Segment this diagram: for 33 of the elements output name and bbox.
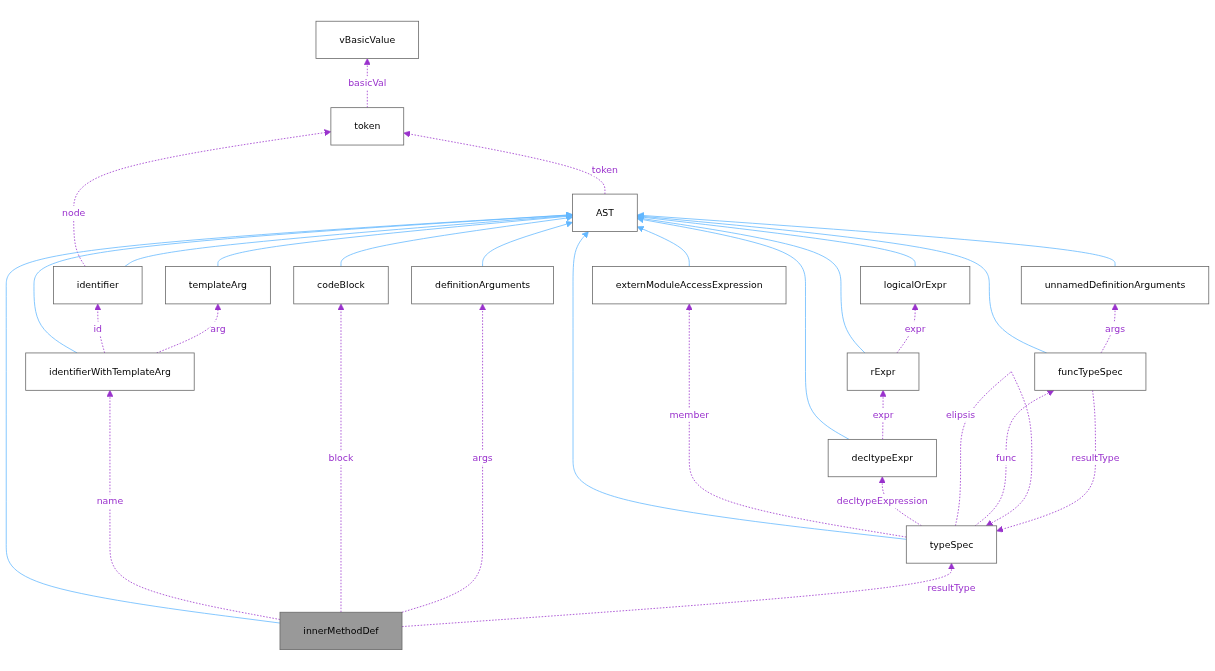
- edge-label: member: [669, 409, 709, 421]
- node-box: vBasicValue: [315, 20, 419, 60]
- node-box: definitionArguments: [411, 266, 554, 305]
- node-box: logicalOrExpr: [860, 266, 971, 305]
- node-box: typeSpec: [905, 525, 998, 564]
- node-box: decltypeExpr: [827, 439, 937, 478]
- edge-label: arg: [210, 323, 226, 334]
- edge-label: func: [995, 452, 1017, 464]
- node-box: rExpr: [846, 352, 920, 391]
- edge-label: elipsis: [945, 409, 976, 421]
- node-box: externModuleAccessExpression: [592, 266, 787, 305]
- edge-label: id: [93, 323, 103, 334]
- node-box: templateArg: [165, 266, 271, 305]
- edge-label: node: [62, 207, 86, 219]
- node-box: token: [330, 107, 405, 146]
- edge-label: decltypeExpression: [836, 495, 928, 507]
- node-box: AST: [572, 193, 638, 232]
- node-box: identifier: [53, 266, 143, 305]
- edge-label: args: [472, 452, 493, 464]
- node-box: codeBlock: [293, 266, 389, 305]
- edge-label: token: [591, 164, 618, 176]
- node-box: unnamedDefinitionArguments: [1020, 266, 1210, 305]
- node-box: funcTypeSpec: [1034, 352, 1147, 391]
- edge-label: expr: [872, 409, 894, 421]
- edge-label: expr: [904, 323, 926, 334]
- edge-label: block: [328, 452, 354, 464]
- edge-label: resultType: [1071, 452, 1120, 464]
- edge-label: basicVal: [348, 77, 387, 89]
- edge-label: args: [1104, 323, 1126, 334]
- node-box: identifierWithTemplateArg: [25, 352, 195, 391]
- node-box: innerMethodDef: [279, 611, 403, 651]
- edge-label: resultType: [927, 582, 976, 594]
- edge-label: name: [96, 495, 124, 507]
